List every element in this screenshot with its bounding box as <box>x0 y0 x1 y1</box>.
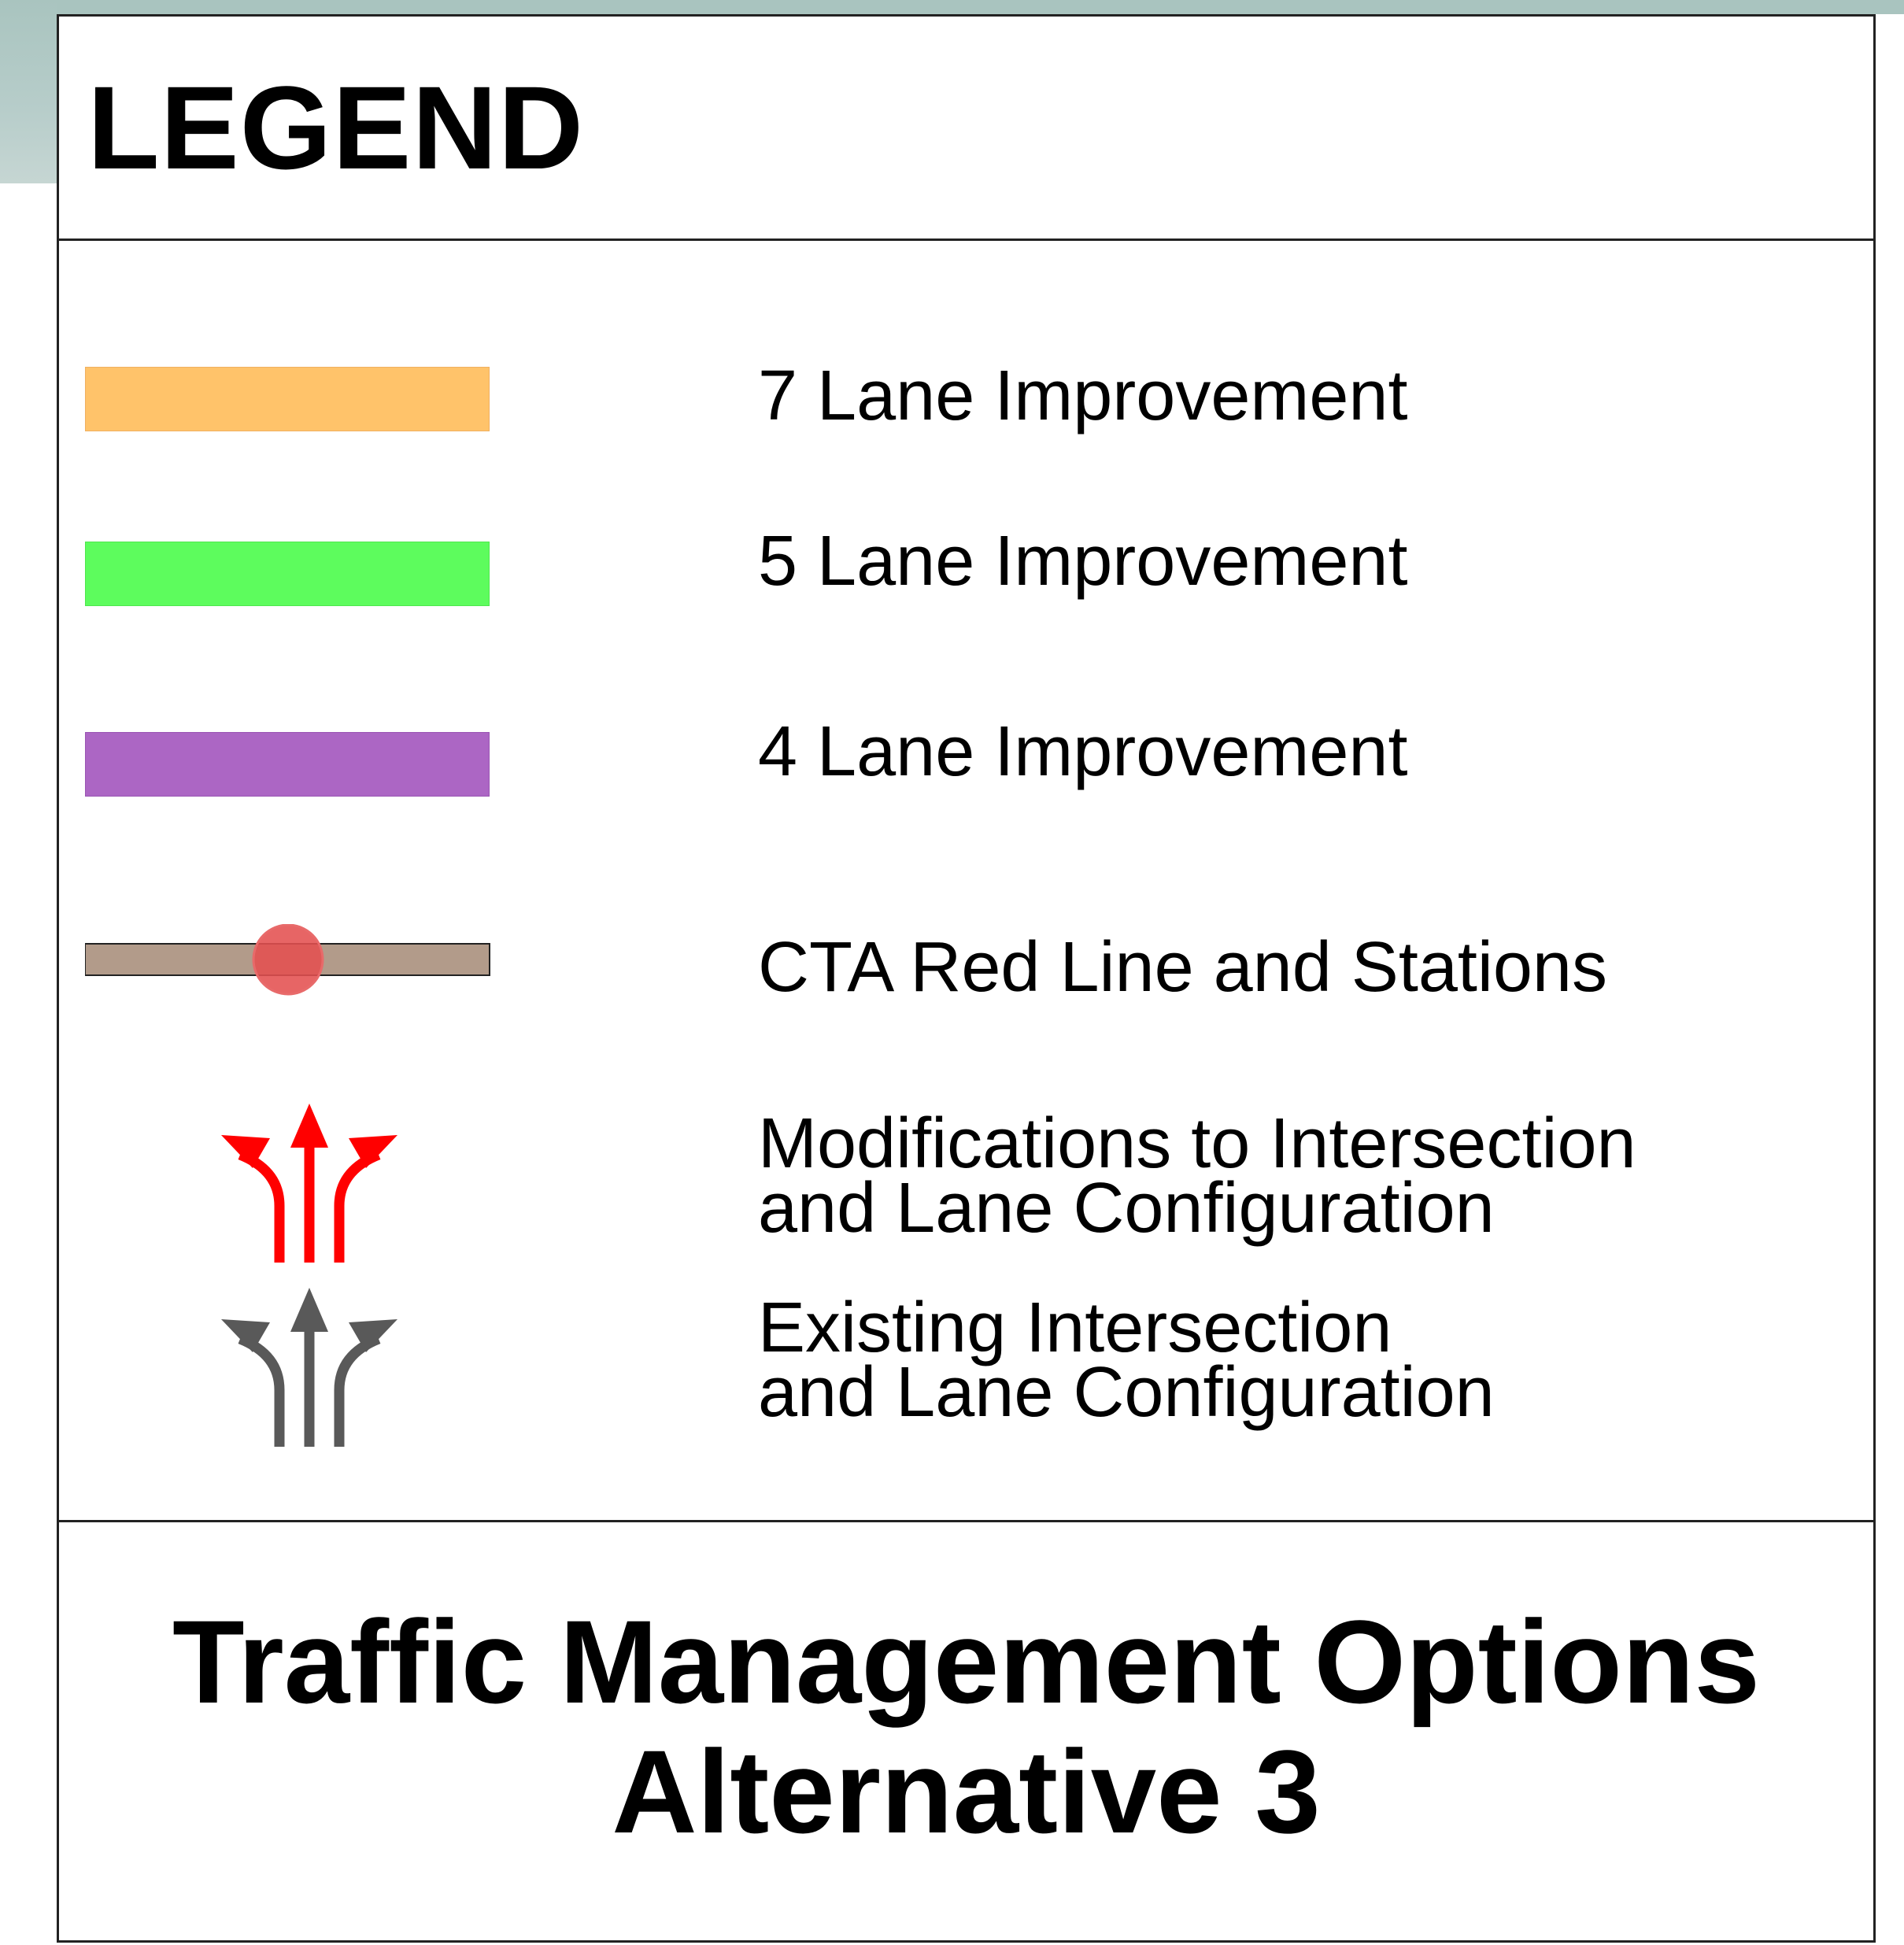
legend-panel: LEGEND 7 Lane Improvement 5 Lane Improve… <box>57 14 1876 1943</box>
green-swatch <box>85 542 490 606</box>
legend-label-modified-line1: Modifications to Intersection <box>758 1104 1636 1183</box>
legend-header: LEGEND <box>59 17 1873 241</box>
map-title: Traffic Management Options Alternative 3 <box>59 1597 1873 1857</box>
legend-label-modified-intersection: Modifications to Intersection and Lane C… <box>758 1104 1636 1248</box>
legend-label-existing-intersection: Existing Intersection and Lane Configura… <box>758 1289 1495 1432</box>
red-lane-arrows-icon <box>221 1104 397 1263</box>
map-title-section: Traffic Management Options Alternative 3 <box>59 1522 1873 1945</box>
rail-line-station-icon <box>85 924 490 996</box>
legend-label-cta-red-line: CTA Red Line and Stations <box>758 928 1607 1007</box>
map-background-top <box>0 0 1904 14</box>
legend-items: 7 Lane Improvement 5 Lane Improvement 4 … <box>59 241 1873 1522</box>
legend-heading: LEGEND <box>87 61 585 194</box>
legend-label-modified-line2: and Lane Configuration <box>758 1169 1495 1248</box>
purple-swatch <box>85 732 490 797</box>
orange-swatch <box>85 367 490 431</box>
map-title-line1: Traffic Management Options <box>172 1596 1760 1728</box>
map-title-line2: Alternative 3 <box>612 1725 1321 1858</box>
legend-label-7-lane: 7 Lane Improvement <box>758 357 1408 435</box>
legend-label-existing-line1: Existing Intersection <box>758 1289 1392 1367</box>
legend-label-4-lane: 4 Lane Improvement <box>758 712 1408 791</box>
map-background-left <box>0 0 57 183</box>
gray-lane-arrows-icon <box>221 1288 397 1447</box>
legend-label-5-lane: 5 Lane Improvement <box>758 522 1408 601</box>
legend-label-existing-line2: and Lane Configuration <box>758 1353 1495 1432</box>
